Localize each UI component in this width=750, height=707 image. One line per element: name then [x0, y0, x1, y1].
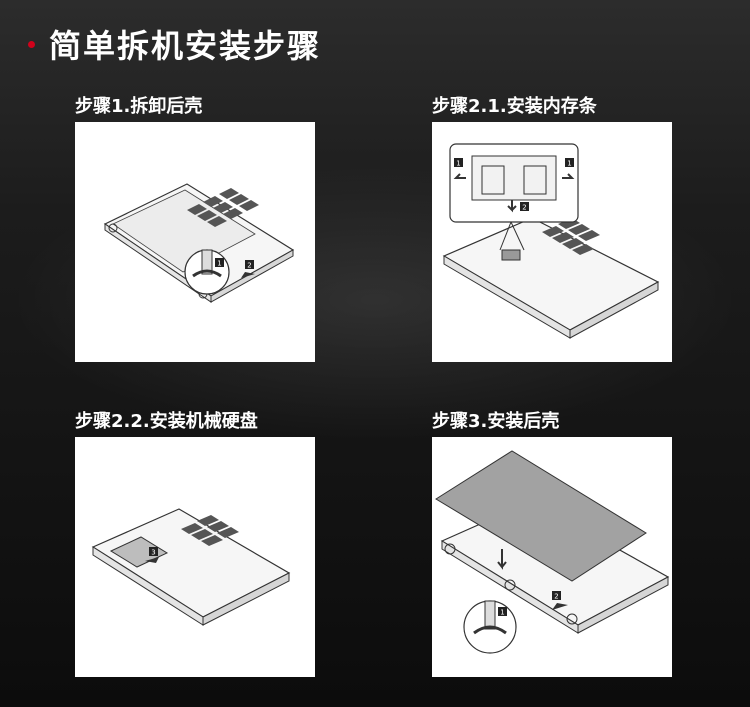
- install-memory-module-illustration: 1 1 2: [442, 143, 660, 339]
- step-2-2-panel: 3: [75, 437, 315, 677]
- step-2-2-label: 步骤2.2.安装机械硬盘: [75, 411, 258, 432]
- step-3-label: 步骤3.安装后壳: [432, 411, 560, 432]
- callout-1-text: 1: [217, 260, 221, 268]
- page-header: 简单拆机安装步骤: [28, 22, 321, 66]
- step-2-1-label: 步骤2.1.安装内存条: [432, 96, 597, 117]
- remove-back-cover-illustration: 1 2: [103, 183, 295, 303]
- step-3-panel: 1 2: [432, 437, 672, 677]
- drive-callout-3-text: 3: [151, 549, 155, 557]
- header-bullet-icon: [28, 40, 35, 48]
- step-1-label: 步骤1.拆卸后壳: [75, 96, 203, 117]
- cover-callout-2-text: 2: [554, 593, 558, 601]
- memory-callout-1-left-text: 1: [456, 160, 460, 168]
- callout-2-text: 2: [247, 262, 251, 270]
- step-1-panel: 1 2: [75, 122, 315, 362]
- step-2-1-panel: 1 1 2: [432, 122, 672, 362]
- memory-callout-1-right-text: 1: [567, 160, 571, 168]
- memory-callout-2-text: 2: [522, 204, 526, 212]
- install-back-cover-illustration: 1 2: [435, 450, 670, 654]
- cover-callout-1-text: 1: [500, 609, 504, 617]
- page-title: 简单拆机安装步骤: [49, 27, 322, 65]
- install-hard-drive-illustration: 3: [91, 508, 291, 626]
